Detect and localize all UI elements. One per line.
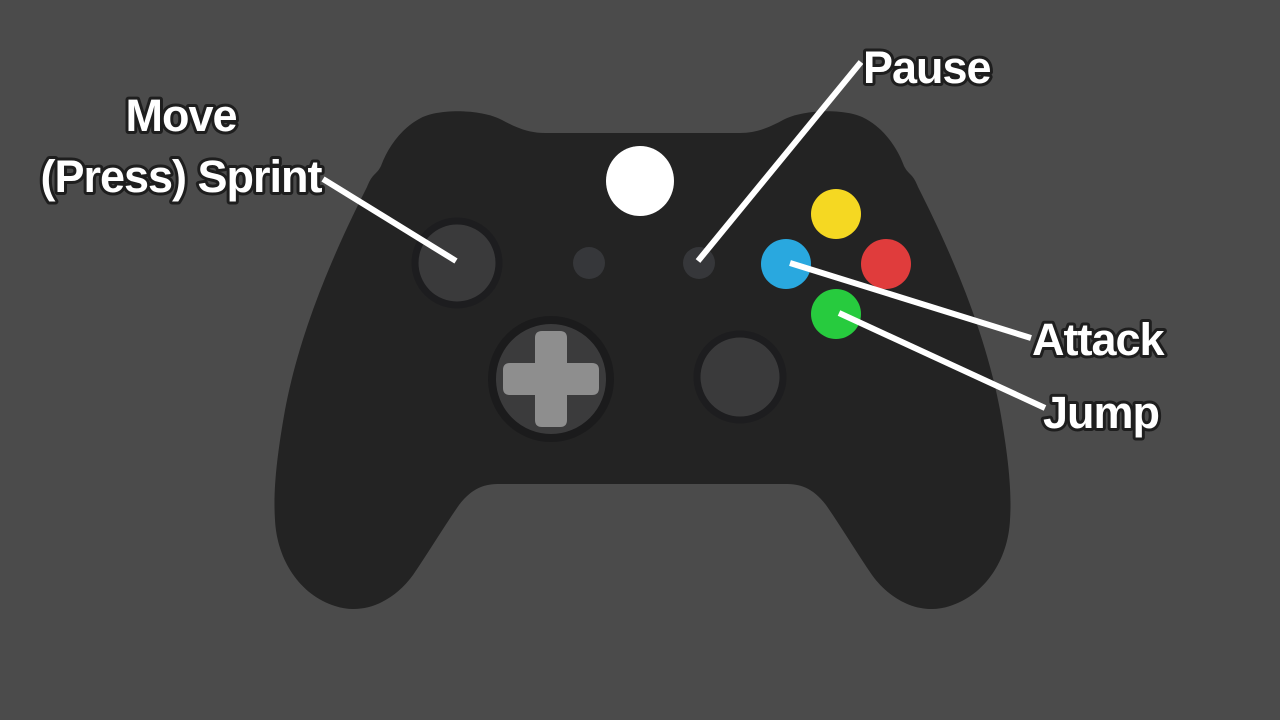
dpad-cross-icon (503, 331, 599, 427)
controller (274, 111, 1011, 610)
pause-callout-line (695, 60, 864, 263)
annotation-labels: Move (Press) Sprint Pause Attack Jump (37, 39, 1169, 441)
x-button-icon (761, 239, 811, 289)
attack-label: Attack (1032, 314, 1166, 365)
jump-label: Jump (1043, 387, 1159, 438)
move-label-line1: Move (125, 90, 236, 141)
attack-callout-line (789, 260, 1032, 341)
right-stick-icon (693, 330, 787, 424)
jump-callout-line (837, 310, 1047, 411)
left-stick-icon (411, 217, 503, 309)
b-button-icon (861, 239, 911, 289)
guide-button-icon (606, 146, 674, 216)
dpad-icon (488, 316, 614, 442)
view-button-icon (573, 247, 605, 279)
a-button-icon (811, 289, 861, 339)
move-callout-line (321, 176, 458, 264)
pause-label: Pause (863, 42, 991, 93)
menu-button-icon (683, 247, 715, 279)
y-button-icon (811, 189, 861, 239)
face-buttons (761, 189, 911, 339)
move-label-line2: (Press) Sprint (40, 151, 322, 202)
annotation-lines (321, 60, 1047, 411)
